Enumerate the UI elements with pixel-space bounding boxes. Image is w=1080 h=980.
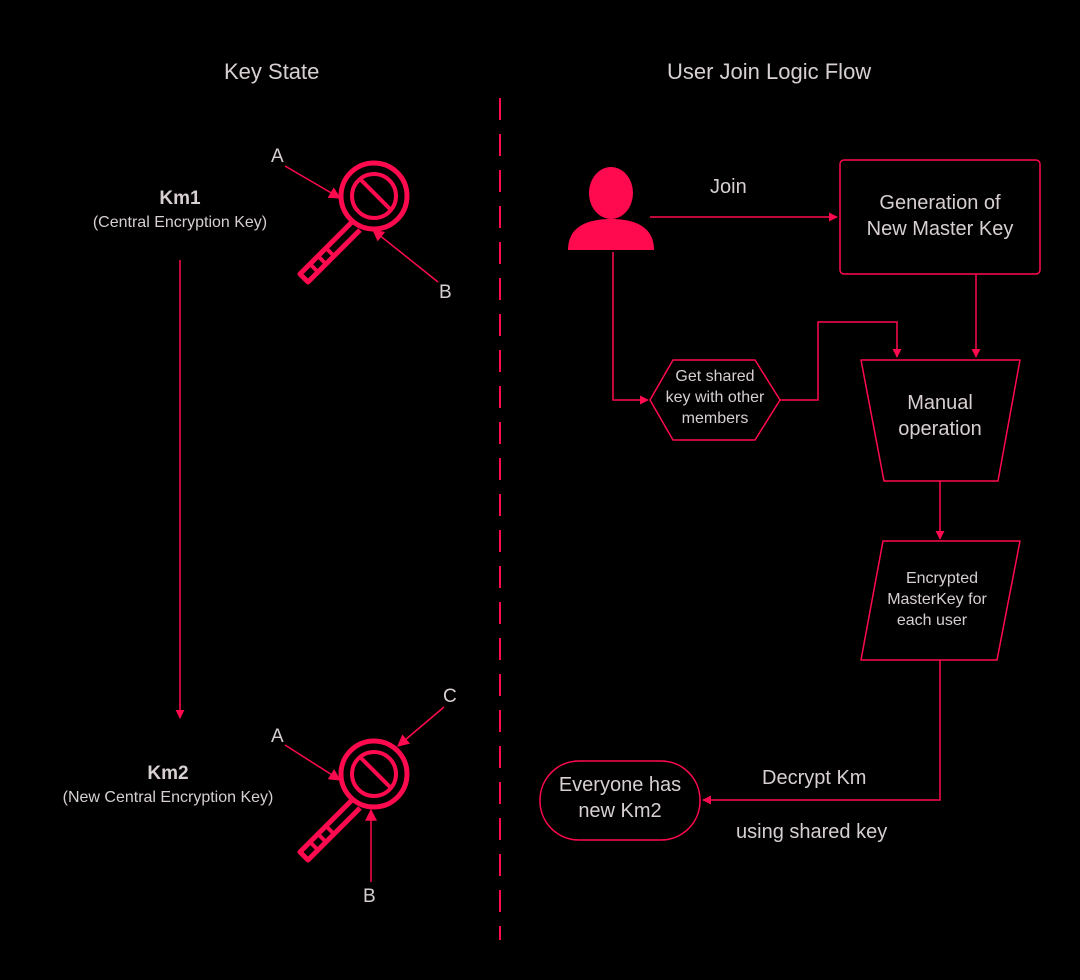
everyone-line2: new Km2 [578,800,662,822]
km1-name: Km1 [159,188,201,209]
km1-desc: (Central Encryption Key) [92,214,268,231]
shared-line1: Get shared [675,368,755,385]
manual-text: Manual operation [861,390,1019,442]
user-icon [568,167,654,250]
encrypted-masterkey-shape [860,540,1021,661]
km2-name: Km2 [147,763,189,784]
generation-line2: New Master Key [866,218,1014,240]
manual-line1: Manual [907,392,973,414]
user-join-title: User Join Logic Flow [667,59,872,84]
generation-box [839,159,1041,275]
shared-key-text: Get shared key with other members [650,366,780,429]
shared-line2: key with other [665,389,765,406]
key2-marker-b: B [363,886,376,907]
user-to-shared-arrow [612,252,649,405]
key2-marker-c: C [443,686,457,707]
key2-marker-c-arrow [397,706,445,747]
shared-to-manual-arrow [780,321,902,401]
km1-label: Km1 (Central Encryption Key) [70,188,290,232]
key1-icon [300,163,407,282]
join-label: Join [710,176,747,198]
shared-key-hexagon [649,359,781,441]
key1-marker-b-arrow [372,229,439,283]
key-state-title: Key State [224,59,320,84]
km2-desc: (New Central Encryption Key) [62,789,274,806]
encrypted-text: Encrypted MasterKey for each user [862,568,1012,631]
key2-icon [300,741,407,860]
encrypted-line3: each user [896,612,968,629]
key2-marker-a-arrow [284,744,342,781]
shared-line3: members [681,410,749,427]
decrypt-label: Decrypt Km [762,767,867,789]
generation-line1: Generation of [879,192,1001,214]
encrypted-line2: MasterKey for [887,591,987,608]
generation-text: Generation of New Master Key [840,190,1040,242]
decrypt-arrow [702,660,941,805]
manual-line2: operation [898,418,982,440]
key1-marker-a: A [271,146,284,167]
km2-label: Km2 (New Central Encryption Key) [38,763,298,807]
key1-marker-a-arrow [284,165,342,199]
everyone-terminal [539,760,701,841]
encrypted-line1: Encrypted [905,570,979,587]
key2-marker-a: A [271,726,284,747]
manual-operation-shape [860,359,1021,482]
everyone-text: Everyone has new Km2 [540,772,700,824]
key1-marker-b: B [439,282,452,303]
using-shared-key-label: using shared key [736,821,888,843]
everyone-line1: Everyone has [558,774,682,796]
